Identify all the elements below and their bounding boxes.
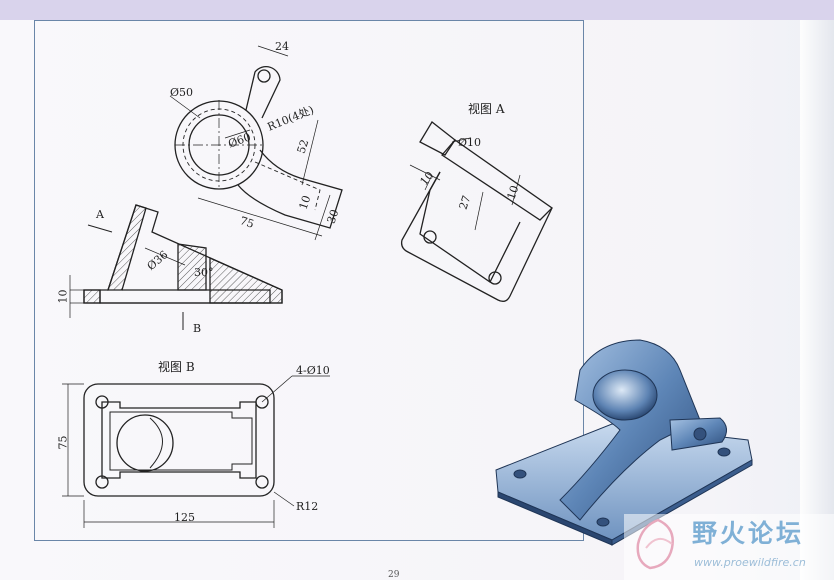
- view-a-plate: [400, 171, 553, 302]
- top-view: [169, 45, 343, 241]
- view-b-inner-frame: [101, 401, 257, 479]
- dim-r12: R12: [296, 500, 319, 513]
- view-b-title: 视图 B: [158, 360, 195, 374]
- view-b-hole-2: [255, 395, 269, 409]
- boss-arm: [237, 149, 343, 229]
- render-bore: [592, 369, 658, 421]
- arm-hidden: [254, 161, 321, 211]
- view-a-inner: [419, 171, 521, 283]
- view-a-lug: [419, 121, 456, 156]
- watermark-title: 野火论坛: [692, 519, 805, 548]
- arrow-a-label: A: [96, 208, 104, 221]
- dim-dia10-a: Ø10: [458, 136, 482, 149]
- dim-125: 125: [174, 511, 195, 524]
- hatch-left-base: [83, 289, 101, 304]
- render-3d: [495, 339, 753, 546]
- top-band: [0, 0, 834, 20]
- lug-hole: [257, 69, 271, 83]
- watermark-panel: [624, 514, 834, 580]
- view-a-hole-1: [423, 230, 437, 244]
- view-b-hole-4: [255, 475, 269, 489]
- view-b-hole-3: [95, 475, 109, 489]
- drawing-frame: [34, 20, 584, 541]
- view-a: [400, 121, 554, 302]
- watermark-logo-icon: [636, 518, 674, 570]
- dim-30deg: 30°: [194, 266, 214, 279]
- view-a-hole-2: [488, 271, 502, 285]
- view-b-hole-1: [95, 395, 109, 409]
- view-b-outline: [83, 383, 275, 497]
- dim-10-left: 10: [56, 289, 70, 304]
- view-b-bore: [116, 414, 174, 472]
- view-a-title: 视图 A: [468, 102, 505, 116]
- view-b: [62, 375, 330, 528]
- hatch-right: [209, 256, 283, 304]
- lug-arm: [245, 65, 281, 119]
- page-edge: [800, 20, 834, 580]
- dim-75-b: 75: [56, 435, 70, 450]
- dim-24: 24: [275, 40, 289, 53]
- arrow-b-label: B: [193, 322, 202, 335]
- hatch-left-wall: [107, 204, 147, 291]
- dim-holes: 4-Ø10: [296, 364, 330, 377]
- dim-dia50: Ø50: [170, 86, 194, 99]
- page-number: 29: [388, 570, 400, 580]
- front-section-view: [69, 204, 283, 330]
- watermark-url: www.proewildfire.cn: [694, 556, 806, 569]
